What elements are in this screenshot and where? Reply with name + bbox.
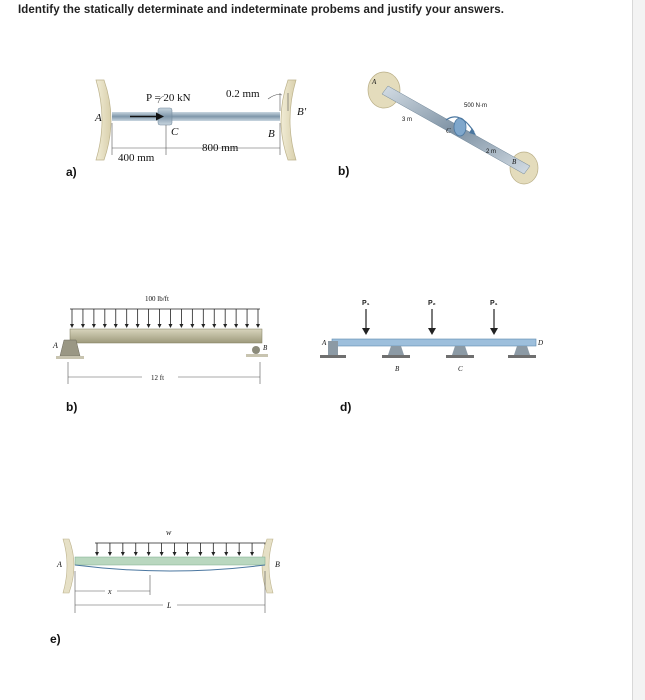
fig-e-load-label: w <box>166 528 172 537</box>
udl-arrows <box>70 309 260 328</box>
fig-d-load-p2: P₂ <box>428 300 436 307</box>
fig-d-point-b: B <box>395 365 400 373</box>
fig-a-len-ac: 400 mm <box>118 152 155 164</box>
question-title: Identify the statically determinate and … <box>18 4 505 16</box>
fig-a-point-c: C <box>171 126 179 138</box>
fig-a-load-label: P = 20 kN <box>146 92 191 104</box>
fig-d-point-c: C <box>458 365 463 373</box>
fig-b2-span-label: 12 ft <box>151 374 164 382</box>
fig-b2-point-a: A <box>52 341 58 350</box>
part-label-e: e) <box>50 632 61 646</box>
part-label-b-bottom: b) <box>66 400 78 414</box>
udl-arrows <box>95 543 267 556</box>
fig-b2-load-label: 100 lb/ft <box>145 295 169 303</box>
fig-e-x-label: x <box>107 587 112 596</box>
part-label-b-top: b) <box>338 164 350 178</box>
part-label-d: d) <box>340 400 352 414</box>
fig-b-len1-label: 3 m <box>402 117 412 123</box>
fig-b-point-a: A <box>371 78 377 86</box>
fig-e-point-b: B <box>275 560 280 569</box>
fig-e-point-a: A <box>56 560 62 569</box>
fig-d-load-p1-right: P₁ <box>490 300 498 307</box>
figure-e-deflected-beam: w A B x L <box>56 528 280 613</box>
part-label-a: a) <box>66 165 77 179</box>
fig-b-point-b: B <box>512 158 517 166</box>
fig-e-l-label: L <box>166 601 172 610</box>
fig-a-gap-label: 0.2 mm <box>226 88 260 100</box>
fig-b2-point-b: B <box>263 344 268 352</box>
fig-a-point-b: B <box>268 128 275 140</box>
figure-b-shaft: 500 N·m 3 m 2 m A C B <box>367 71 539 185</box>
fig-d-load-p1-left: P₁ <box>362 300 370 307</box>
figure-d-continuous-beam: P₁ P₂ P₁ A B C D <box>320 300 543 373</box>
figure-a-rod: P = 20 kN 0.2 mm A C B B' 400 mm 800 mm <box>94 79 307 164</box>
fig-b-moment-label: 500 N·m <box>464 103 487 109</box>
fig-d-point-a: A <box>321 339 327 347</box>
figure-b-udl-beam: 100 lb/ft A B 12 ft <box>52 295 268 384</box>
fig-a-len-cb: 800 mm <box>202 142 239 154</box>
fig-b-point-c: C <box>446 127 451 135</box>
fig-d-point-d: D <box>537 339 543 347</box>
fig-a-point-b-prime: B' <box>297 106 307 118</box>
fig-b-len2-label: 2 m <box>486 149 496 155</box>
fig-a-point-a: A <box>94 112 102 124</box>
